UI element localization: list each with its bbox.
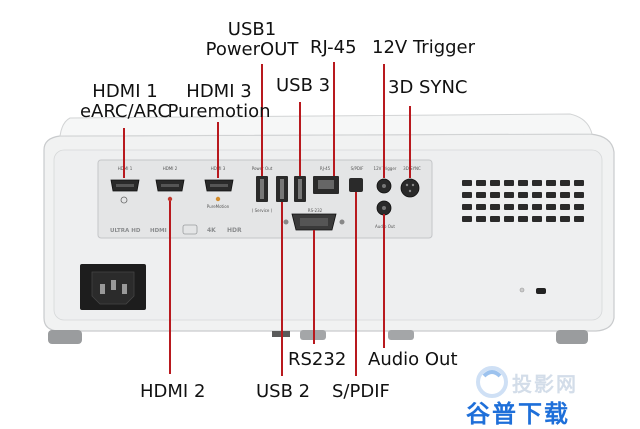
panel-label-audio-out: Audio Out [375, 224, 395, 229]
callout-usb2: USB 2 [256, 381, 311, 402]
kensington-lock [536, 288, 546, 294]
hdmi3-port [204, 179, 234, 192]
callout-usb1-line1: USB1 [227, 19, 277, 40]
vent-slot [518, 216, 528, 222]
vent-slot [546, 216, 556, 222]
vent-slot [504, 216, 514, 222]
io-panel: HDMI 1 HDMI 2 HDMI 3 Power Out RJ-45 S/P… [97, 159, 433, 239]
hdr-logo: HDR [227, 227, 242, 234]
hdmi3-indicator [215, 196, 221, 202]
vent-slot [490, 216, 500, 222]
panel-label-trigger: 12V Trigger [374, 166, 397, 171]
vent-slot [490, 204, 500, 210]
callout-hdmi3: HDMI 3 Puremotion [158, 82, 280, 122]
vent-slot [504, 204, 514, 210]
callout-usb1-line2: PowerOUT [205, 39, 299, 60]
panel-label-rs232: RS-232 [308, 208, 323, 213]
leader-lines [123, 62, 411, 376]
vent-slot [532, 204, 542, 210]
vent-slot [574, 192, 584, 198]
vent-slot [532, 216, 542, 222]
vent-slot [490, 192, 500, 198]
vent-slot [574, 180, 584, 186]
vent-slot [462, 192, 472, 198]
vent-slot [518, 180, 528, 186]
vent-slot [490, 180, 500, 186]
4k-logo: 4K [207, 227, 216, 234]
vent-slot [462, 204, 472, 210]
watermark: 投影网 谷普下载 [466, 366, 616, 428]
vent-slot [574, 204, 584, 210]
vent-slot [560, 204, 570, 210]
vent-slot [546, 180, 556, 186]
panel-label-sync: 3D SYNC [403, 166, 421, 171]
watermark-bottom-text: 谷普下载 [466, 400, 570, 428]
vent-slot [546, 204, 556, 210]
vent-slot [546, 192, 556, 198]
callout-hdmi1-line1: HDMI 1 [92, 81, 158, 102]
vent-slot [504, 180, 514, 186]
earc-icon [120, 196, 128, 204]
panel-label-service: ( Service ) [252, 208, 273, 213]
ir-sensor [519, 287, 525, 293]
hdmi2-indicator [167, 196, 173, 202]
hdmi-logo: HDMI [150, 228, 167, 234]
vent-slot [532, 180, 542, 186]
panel-label-spdif: S/PDIF [351, 166, 365, 171]
callout-rj45: RJ-45 [310, 37, 357, 58]
rs232-port [283, 213, 345, 231]
foot-left [48, 330, 82, 344]
vent-slot [518, 204, 528, 210]
cooling-vent [462, 180, 584, 222]
callout-hdmi3-line1: HDMI 3 [186, 81, 252, 102]
callout-spdif: S/PDIF [332, 381, 390, 402]
vent-slot [518, 192, 528, 198]
vent-slot [476, 204, 486, 210]
foot-right [556, 330, 588, 344]
panel-label-puremotion: PureMotion [207, 204, 230, 209]
bluray-logo [182, 224, 198, 235]
callout-hdmi2: HDMI 2 [140, 381, 206, 402]
ultra-hd-logo: ULTRA HD [110, 228, 141, 234]
vent-slot [462, 180, 472, 186]
callout-hdmi1-line2: eARC/ARC [79, 101, 171, 122]
panel-label-hdmi2: HDMI 2 [163, 166, 178, 171]
watermark-logo-icon [476, 366, 508, 398]
rj45-port [313, 176, 339, 194]
sync-3d-connector [400, 178, 420, 198]
callout-3d-sync: 3D SYNC [388, 77, 468, 98]
hdmi2-port [155, 179, 185, 192]
vent-slot [476, 192, 486, 198]
power-inlet [80, 264, 146, 310]
vent-slot [504, 192, 514, 198]
vent-slot [462, 216, 472, 222]
callout-usb1: USB1 PowerOUT [196, 20, 308, 60]
vent-slot [476, 180, 486, 186]
vent-slot [560, 180, 570, 186]
vent-slot [560, 216, 570, 222]
hdmi1-port [110, 179, 140, 192]
callout-audio-out: Audio Out [368, 349, 458, 370]
panel-label-hdmi1: HDMI 1 [118, 166, 133, 171]
callout-usb3: USB 3 [276, 75, 331, 96]
callout-12v-trigger: 12V Trigger [372, 37, 476, 58]
callout-rs232: RS232 [288, 349, 347, 370]
vent-slot [574, 216, 584, 222]
vent-slot [476, 216, 486, 222]
panel-label-rj45: RJ-45 [320, 166, 331, 171]
vent-slot [560, 192, 570, 198]
spdif-port [349, 178, 363, 192]
callout-hdmi3-line2: Puremotion [167, 101, 271, 122]
vent-slot [532, 192, 542, 198]
watermark-top-text: 投影网 [512, 372, 578, 396]
callout-hdmi1: HDMI 1 eARC/ARC [70, 82, 180, 122]
